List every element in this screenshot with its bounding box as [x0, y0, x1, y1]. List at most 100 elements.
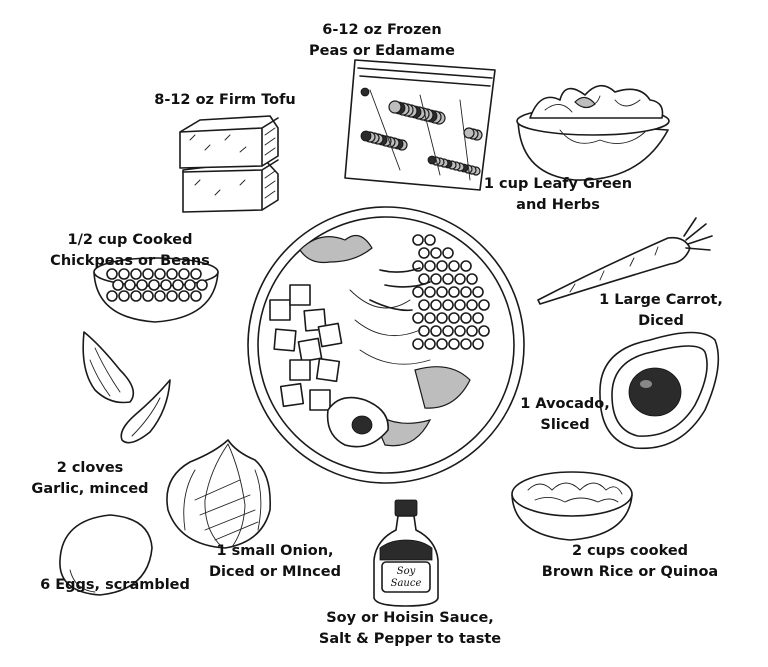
pea-icon [424, 260, 436, 272]
label-frozen-peas-line1: 6-12 oz Frozen [322, 22, 442, 38]
pea-icon [466, 325, 478, 337]
pea-icon [448, 260, 460, 272]
chickpea-icon [118, 290, 130, 302]
chickpea-icon [190, 268, 202, 280]
tofu-cube-icon [269, 299, 291, 321]
pea-icon [424, 338, 436, 350]
egg-icon [59, 514, 153, 596]
chickpea-icon [190, 290, 202, 302]
pea-icon [360, 130, 372, 142]
label-eggs: 6 Eggs, scrambled [25, 575, 205, 596]
label-tofu: 8-12 oz Firm Tofu [140, 90, 310, 111]
pea-icon [478, 299, 490, 311]
chickpea-icon [130, 268, 142, 280]
pea-icon [412, 234, 424, 246]
label-garlic-line1: 2 cloves [56, 460, 124, 476]
onion-icon [166, 439, 272, 549]
pea-icon [418, 325, 430, 337]
pea-icon [472, 312, 484, 324]
label-carrot: 1 Large Carrot, Diced [576, 290, 746, 332]
pea-icon [430, 247, 442, 259]
pea-icon [418, 247, 430, 259]
chickpea-icon [106, 290, 118, 302]
label-chickpeas-line2: Chickpeas or Beans [50, 253, 210, 269]
pea-icon [442, 273, 454, 285]
carrot-icon [537, 217, 713, 305]
avocado-icon [599, 331, 720, 450]
leafy-greens-bowl-icon [516, 84, 670, 181]
pea-icon [466, 299, 478, 311]
tofu-cube-icon [309, 389, 331, 411]
tofu-cube-icon [289, 284, 311, 306]
label-carrot-line1: 1 Large Carrot, [599, 292, 723, 308]
pea-icon [412, 338, 424, 350]
pea-icon [418, 299, 430, 311]
bottle-label-sauce: Sauce [391, 578, 422, 589]
pea-icon [424, 312, 436, 324]
label-carrot-line2: Diced [638, 313, 684, 329]
chickpea-icon [166, 290, 178, 302]
label-onion-line1: 1 small Onion, [216, 543, 334, 559]
label-eggs-line1: 6 Eggs, scrambled [40, 577, 190, 593]
tofu-cube-icon [279, 382, 305, 408]
pea-icon [424, 234, 436, 246]
label-chickpeas: 1/2 cup Cooked Chickpeas or Beans [40, 230, 220, 272]
pea-icon [442, 299, 454, 311]
pea-icon [424, 286, 436, 298]
chickpea-icon [184, 279, 196, 291]
label-rice: 2 cups cooked Brown Rice or Quinoa [520, 541, 740, 583]
pea-icon [427, 155, 437, 165]
chickpea-icon [112, 279, 124, 291]
label-rice-line1: 2 cups cooked [571, 543, 689, 559]
tofu-cube-icon [303, 308, 327, 332]
pea-icon [460, 338, 472, 350]
label-leafy-greens-line1: 1 cup Leafy Green [483, 176, 633, 192]
pea-icon [436, 286, 448, 298]
pea-icon [436, 260, 448, 272]
chickpea-icon [142, 290, 154, 302]
label-frozen-peas: 6-12 oz Frozen Peas or Edamame [292, 20, 472, 62]
pea-icon [448, 286, 460, 298]
pea-icon [436, 312, 448, 324]
tofu-cube-icon [273, 328, 297, 352]
chickpea-icon [178, 268, 190, 280]
pea-icon [430, 325, 442, 337]
label-garlic: 2 cloves Garlic, minced [15, 458, 165, 500]
chickpea-icon [106, 268, 118, 280]
chickpea-icon [124, 279, 136, 291]
label-leafy-greens-line2: and Herbs [516, 197, 600, 213]
pea-icon [472, 286, 484, 298]
label-onion-line2: Diced or MInced [209, 564, 341, 580]
tofu-cube-icon [289, 359, 311, 381]
bottle-label-soy: Soy [397, 566, 416, 577]
chickpea-icon [172, 279, 184, 291]
label-avocado-line2: Sliced [540, 417, 590, 433]
chickpea-icon [136, 279, 148, 291]
pea-icon [463, 127, 475, 139]
pea-icon [448, 338, 460, 350]
chickpea-icon [154, 290, 166, 302]
label-avocado-line1: 1 Avocado, [520, 396, 610, 412]
pea-icon [442, 325, 454, 337]
pea-icon [460, 260, 472, 272]
tofu-cube-icon [297, 337, 323, 363]
label-sauce: Soy or Hoisin Sauce, Salt & Pepper to ta… [305, 608, 515, 650]
chickpea-icon [196, 279, 208, 291]
chickpea-icon [160, 279, 172, 291]
label-tofu-line1: 8-12 oz Firm Tofu [154, 92, 296, 108]
pea-icon [388, 100, 402, 114]
pea-icon [430, 273, 442, 285]
chickpeas-bowl-icon [93, 257, 219, 323]
label-garlic-line2: Garlic, minced [31, 481, 149, 497]
tofu-cube-icon [315, 357, 341, 383]
label-sauce-line2: Salt & Pepper to taste [318, 631, 502, 647]
soy-sauce-bottle-icon: Soy Sauce [373, 499, 439, 607]
label-frozen-peas-line2: Peas or Edamame [309, 43, 455, 59]
pea-icon [360, 87, 370, 97]
pea-icon [454, 325, 466, 337]
tofu-cube-icon [317, 322, 343, 348]
chickpea-icon [148, 279, 160, 291]
garlic-cloves-icon [82, 331, 171, 444]
chickpea-icon [166, 268, 178, 280]
